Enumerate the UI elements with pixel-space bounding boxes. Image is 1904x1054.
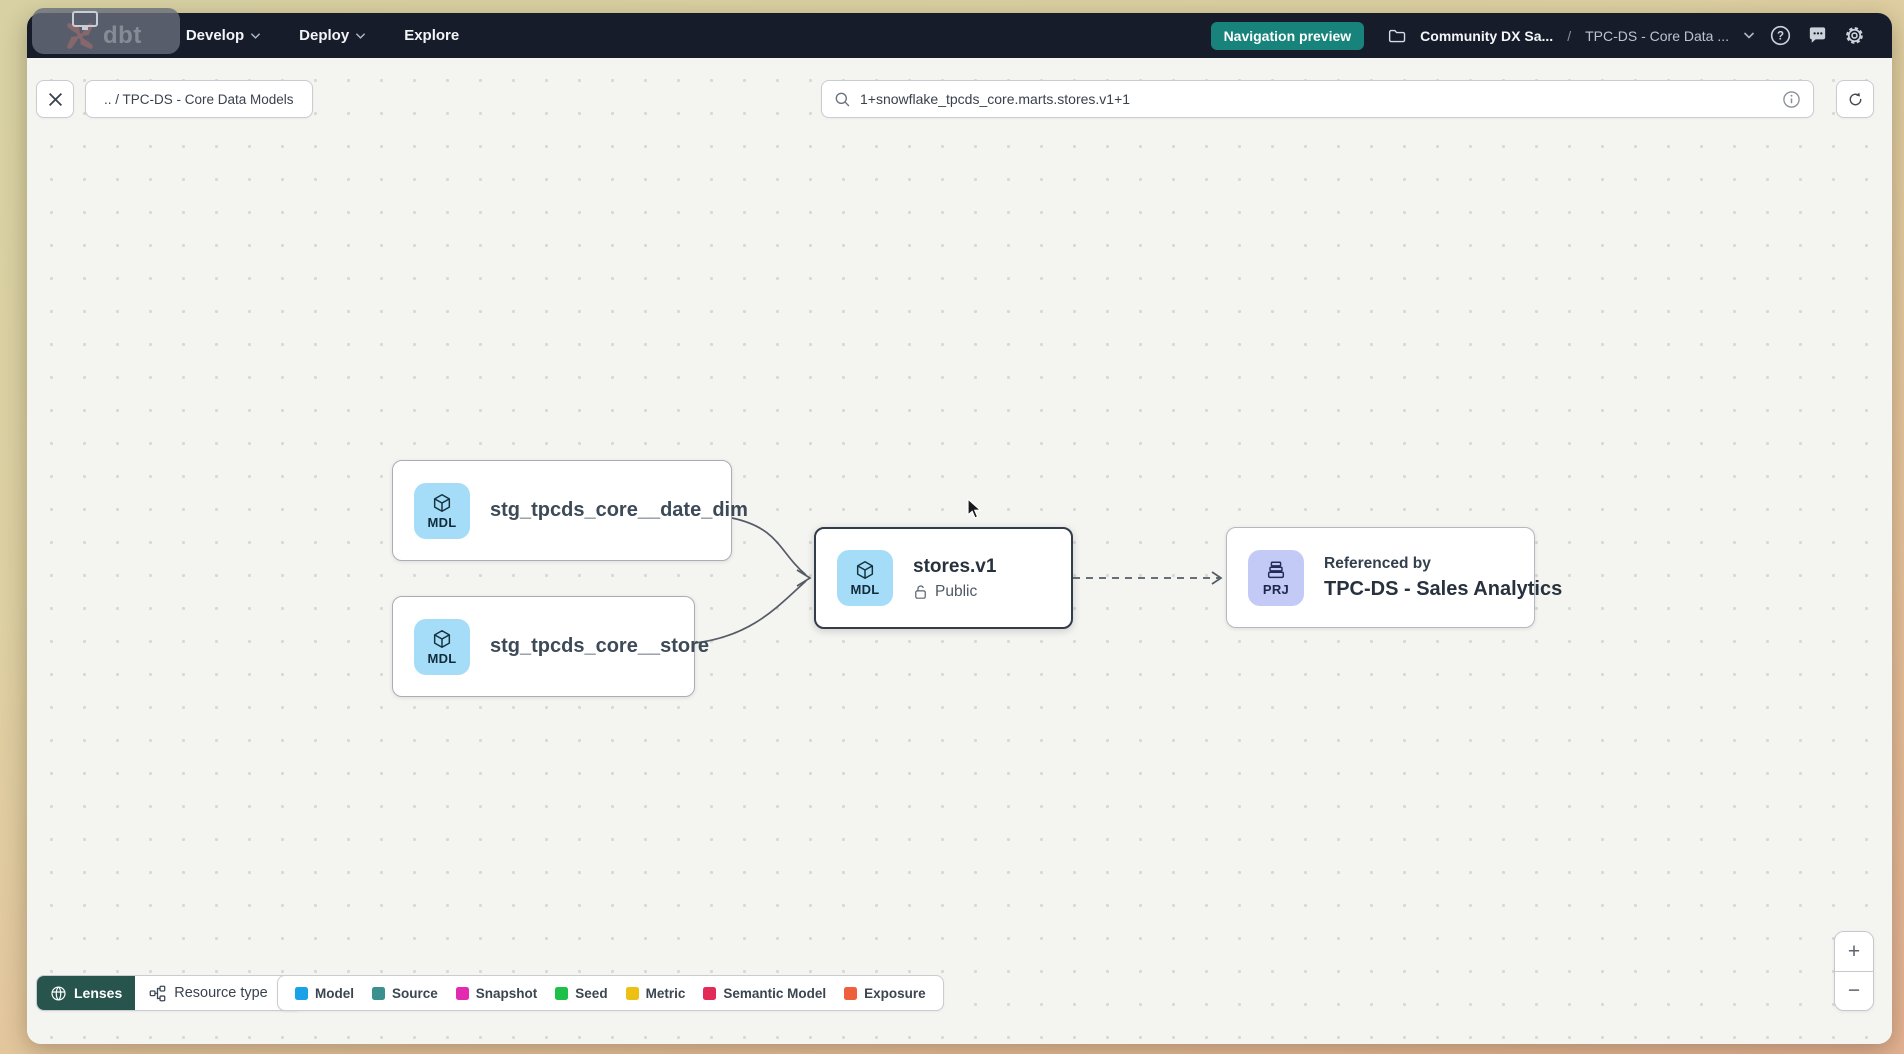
chat-icon[interactable]: [1806, 24, 1829, 47]
visibility-label: Public: [935, 582, 978, 600]
legend-label: Model: [315, 985, 354, 1001]
visibility-row: Public: [913, 583, 996, 601]
refresh-button[interactable]: [1836, 80, 1874, 118]
resource-type-legend: Model Source Snapshot Seed: [277, 975, 944, 1011]
badge-label: MDL: [850, 582, 880, 597]
node-stg-tpcds-core-store[interactable]: MDL stg_tpcds_core__store: [392, 596, 709, 697]
app-window: dbt Develop Deploy Explore Navigation pr…: [27, 13, 1892, 1044]
screen-overlay-tab: [32, 8, 180, 54]
legend-item: Semantic Model: [703, 986, 826, 1001]
nav-menu-explore[interactable]: Explore: [404, 27, 459, 44]
hierarchy-icon: [149, 985, 166, 1002]
unlock-icon: [913, 584, 928, 600]
project-badge: PRJ: [1248, 549, 1304, 606]
resource-type-label: Resource type: [174, 985, 268, 1001]
legend-swatch: [844, 986, 858, 1000]
legend-item: Exposure: [844, 986, 926, 1001]
legend-item: Source: [372, 986, 438, 1001]
chevron-down-icon: [250, 32, 261, 40]
legend-label: Source: [392, 985, 438, 1001]
badge-label: PRJ: [1262, 581, 1290, 597]
legend-label: Metric: [645, 985, 686, 1001]
legend-item: Metric: [625, 985, 686, 1001]
search-icon: [834, 91, 851, 108]
lineage-canvas[interactable]: .. / TPC-DS - Core Data Models MDL: [27, 58, 1892, 1044]
legend-item: Seed: [555, 985, 608, 1001]
breadcrumb-project[interactable]: Community DX Sa...: [1420, 27, 1554, 44]
node-kicker: Referenced by: [1324, 554, 1431, 572]
nav-menu-develop[interactable]: Develop: [186, 27, 261, 44]
info-icon[interactable]: [1782, 90, 1801, 109]
node-title: stg_tpcds_core__date_dim: [490, 499, 748, 521]
top-navbar: dbt Develop Deploy Explore Navigation pr…: [27, 13, 1892, 58]
node-stg-tpcds-core-date-dim[interactable]: MDL stg_tpcds_core__date_dim: [392, 460, 748, 561]
close-icon: [48, 92, 63, 107]
nav-menu-label: Develop: [185, 27, 245, 44]
svg-text:?: ?: [1777, 31, 1784, 43]
node-title: TPC-DS - Sales Analytics: [1324, 577, 1563, 600]
breadcrumb-page[interactable]: TPC-DS - Core Data ...: [1585, 27, 1729, 44]
mouse-cursor: [965, 498, 985, 520]
resource-type-dropdown[interactable]: Resource type: [135, 976, 302, 1010]
legend-swatch: [703, 986, 717, 1000]
zoom-out-button[interactable]: −: [1835, 971, 1873, 1010]
cube-icon: [431, 628, 453, 650]
nav-menu-label: Explore: [404, 27, 460, 44]
zoom-controls: + −: [1834, 931, 1874, 1011]
badge-label: MDL: [427, 650, 457, 666]
node-title: stg_tpcds_core__store: [490, 635, 709, 657]
search-input[interactable]: [860, 91, 1773, 107]
folder-icon: [1388, 28, 1406, 44]
nav-menu-label: Deploy: [299, 27, 350, 44]
graph-breadcrumb-label: .. / TPC-DS - Core Data Models: [104, 91, 294, 107]
model-badge: MDL: [414, 482, 470, 539]
view-controls: Lenses Resource type: [36, 975, 303, 1011]
lens-icon: [50, 985, 67, 1002]
refresh-icon: [1846, 90, 1865, 109]
navigation-preview-button[interactable]: Navigation preview: [1210, 21, 1365, 50]
nav-menus: Develop Deploy Explore: [186, 27, 459, 44]
cube-icon: [431, 492, 453, 514]
legend-label: Snapshot: [475, 985, 538, 1001]
legend-swatch: [372, 986, 385, 1000]
node-stores-v1[interactable]: MDL stores.v1 Public: [814, 527, 1073, 629]
breadcrumb-separator: /: [1567, 27, 1572, 44]
graph-breadcrumb-chip[interactable]: .. / TPC-DS - Core Data Models: [85, 80, 313, 118]
legend-label: Semantic Model: [723, 985, 827, 1001]
close-button[interactable]: [36, 80, 74, 118]
legend-label: Exposure: [864, 985, 926, 1001]
lineage-search: [821, 80, 1814, 118]
nav-menu-deploy[interactable]: Deploy: [299, 27, 366, 44]
mini-screen-icon: [72, 11, 98, 30]
legend-label: Seed: [575, 985, 608, 1001]
legend-swatch: [455, 986, 469, 1000]
node-referenced-by-tpcds-sales-analytics[interactable]: PRJ Referenced by TPC-DS - Sales Analyti…: [1226, 527, 1562, 628]
node-title: stores.v1: [913, 555, 997, 577]
legend-item: Snapshot: [455, 985, 538, 1001]
chevron-down-icon[interactable]: [1743, 31, 1755, 40]
model-badge: MDL: [414, 618, 470, 675]
navbar-right: Navigation preview Community DX Sa... / …: [1210, 21, 1866, 50]
legend-swatch: [295, 986, 308, 1000]
archive-icon: [1265, 559, 1287, 581]
legend-swatch: [555, 986, 569, 1000]
legend-swatch: [625, 986, 639, 1000]
model-badge: MDL: [837, 550, 893, 606]
gear-icon[interactable]: [1843, 24, 1866, 47]
legend-item: Model: [295, 986, 354, 1001]
divider: [1835, 970, 1873, 972]
badge-label: MDL: [427, 514, 457, 530]
chevron-down-icon: [355, 32, 366, 40]
help-icon[interactable]: ?: [1769, 24, 1792, 47]
zoom-in-button[interactable]: +: [1835, 932, 1873, 971]
lenses-label: Lenses: [74, 985, 123, 1001]
lenses-button[interactable]: Lenses: [37, 976, 136, 1010]
cube-icon: [854, 559, 876, 581]
